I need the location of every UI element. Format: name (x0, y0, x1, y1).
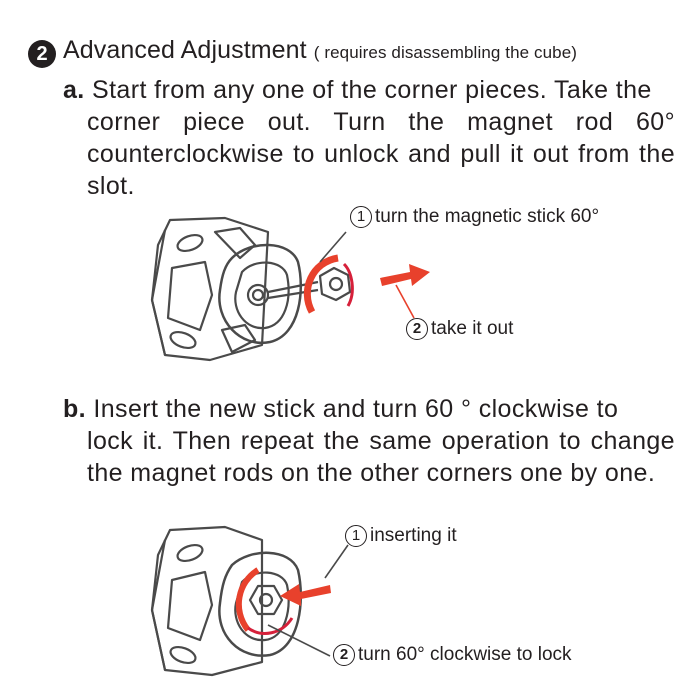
callout-b1-text: inserting it (370, 525, 457, 546)
step-a-line1: Start from any one of the corner pieces.… (92, 76, 652, 104)
rotate-arrow-icon (303, 254, 339, 314)
step-b-line1: Insert the new stick and turn 60 ° clock… (93, 395, 619, 423)
callout-a1: 1 turn the magnetic stick 60° (350, 206, 599, 228)
callout-a2-text: take it out (431, 318, 514, 339)
callout-b1: 1 inserting it (345, 525, 457, 547)
callout-b1-number: 1 (345, 525, 367, 547)
step-a-letter: a. (63, 76, 85, 104)
callout-a2: 2 take it out (406, 318, 513, 340)
insert-arrow-icon (280, 584, 331, 606)
step-b-letter: b. (63, 395, 87, 423)
pull-arrow-icon (380, 264, 430, 286)
section-title-text: Advanced Adjustment (63, 36, 307, 64)
section-title: Advanced Adjustment ( requires disassemb… (63, 36, 577, 65)
callout-a2-number: 2 (406, 318, 428, 340)
step-b-body: lock it. Then repeat the same operation … (87, 427, 675, 487)
callout-a1-text: turn the magnetic stick 60° (375, 206, 600, 227)
step-a-body: corner piece out. Turn the magnet rod 60… (87, 108, 675, 200)
callout-b2-number: 2 (333, 644, 355, 666)
section-number-badge: 2 (28, 40, 56, 68)
section-note: ( requires disassembling the cube) (313, 43, 578, 62)
step-b-text: b. Insert the new stick and turn 60 ° cl… (63, 393, 675, 489)
rotate-arrow-icon (236, 567, 260, 632)
step-a-text: a. Start from any one of the corner piec… (63, 74, 675, 202)
callout-a1-number: 1 (350, 206, 372, 228)
callout-b2: 2 turn 60° clockwise to lock (333, 644, 572, 666)
callout-b2-text: turn 60° clockwise to lock (358, 644, 572, 665)
